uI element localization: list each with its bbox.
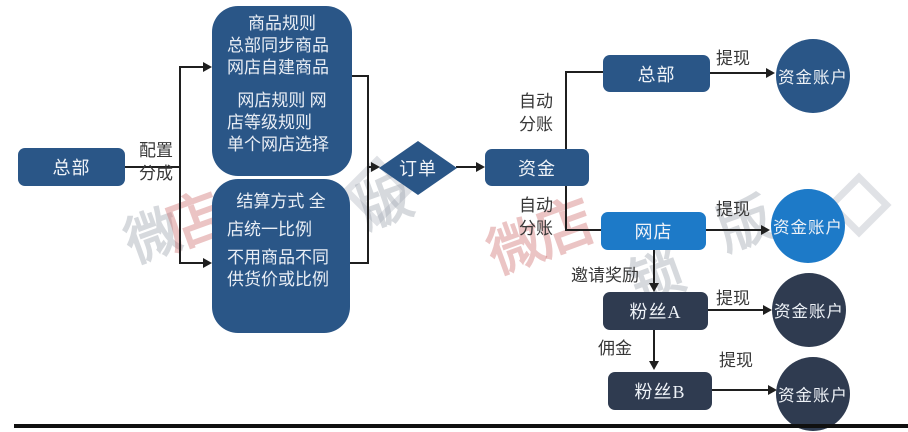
circle-fund-account-3-label: 资金账户 bbox=[774, 302, 844, 321]
edge-hq-withdraw bbox=[710, 72, 768, 74]
edge-settlement-rules-out bbox=[350, 262, 369, 264]
edge-to-shop bbox=[565, 229, 601, 231]
arrowhead-fan-b bbox=[649, 361, 659, 370]
label-withdraw-2: 提现 bbox=[716, 200, 750, 219]
node-fan-a-label: 粉丝A bbox=[629, 302, 682, 322]
edge-branch-vertical bbox=[179, 66, 181, 264]
label-commission: 佣金 bbox=[598, 339, 632, 358]
label-config-split: 配置 分成 bbox=[131, 139, 181, 185]
rule-line: 商品规则 bbox=[248, 14, 316, 33]
rule-line: 不用商品不同 bbox=[227, 248, 329, 267]
edge-shop-to-fan-a bbox=[653, 250, 655, 285]
edge-order-to-funds bbox=[456, 166, 478, 168]
node-hq-right: 总部 bbox=[603, 55, 710, 92]
label-auto-line1: 自动 bbox=[519, 92, 553, 111]
settlement-rules-box: 结算方式 全 店统一比例 不用商品不同 供货价或比例 bbox=[212, 179, 350, 333]
node-shop: 网店 bbox=[601, 212, 706, 250]
node-fan-b-label: 粉丝B bbox=[634, 382, 686, 402]
rule-line: 网店规则 网 bbox=[237, 91, 327, 110]
edge-funds-up bbox=[565, 71, 567, 149]
arrowhead-fan-a bbox=[649, 283, 659, 292]
rule-line: 店等级规则 bbox=[227, 113, 312, 132]
circle-fund-account-1-label: 资金账户 bbox=[778, 68, 848, 87]
arrowhead-account-3 bbox=[763, 305, 772, 315]
edge-branch-to-product-rules bbox=[180, 66, 205, 68]
node-hq-right-label: 总部 bbox=[637, 64, 676, 85]
edge-merge-vertical bbox=[367, 75, 369, 264]
rule-line: 网店自建商品 bbox=[227, 58, 329, 77]
product-rules-box: 商品规则 总部同步商品 网店自建商品 网店规则 网 店等级规则 单个网店选择 bbox=[212, 6, 352, 176]
decision-order-label: 订单 bbox=[399, 159, 437, 179]
arrowhead-order bbox=[371, 162, 380, 172]
edge-merge-to-order bbox=[367, 166, 373, 168]
edge-fan-b-withdraw bbox=[712, 389, 770, 391]
arrowhead-account-1 bbox=[766, 68, 775, 78]
node-shop-label: 网店 bbox=[634, 222, 673, 242]
edge-fan-a-to-fan-b bbox=[653, 330, 655, 363]
decision-order: 订单 bbox=[379, 141, 457, 195]
label-auto-split-bottom: 自动 分账 bbox=[513, 194, 559, 240]
label-invite-reward: 邀请奖励 bbox=[571, 266, 639, 285]
label-auto-split-top: 自动 分账 bbox=[513, 90, 559, 136]
node-fan-a: 粉丝A bbox=[603, 292, 708, 330]
rule-line: 总部同步商品 bbox=[227, 36, 329, 55]
node-funds: 资金 bbox=[485, 149, 589, 186]
label-config-line2: 分成 bbox=[139, 164, 173, 183]
edge-to-hq-right bbox=[565, 71, 603, 73]
edge-product-rules-out bbox=[352, 75, 369, 77]
node-hq-left-label: 总部 bbox=[52, 158, 91, 178]
label-withdraw-4: 提现 bbox=[719, 351, 753, 370]
node-hq-left: 总部 bbox=[18, 148, 125, 186]
arrowhead-product-rules bbox=[203, 62, 212, 72]
circle-fund-account-2: 资金账户 bbox=[771, 189, 845, 263]
edge-hq-to-branch bbox=[125, 166, 180, 168]
rule-line: 供货价或比例 bbox=[227, 270, 329, 289]
label-auto-line2: 分账 bbox=[519, 219, 553, 238]
circle-fund-account-1: 资金账户 bbox=[776, 39, 850, 113]
arrowhead-settlement-rules bbox=[203, 258, 212, 268]
rule-line: 结算方式 全 bbox=[236, 192, 326, 211]
node-funds-label: 资金 bbox=[518, 158, 556, 179]
circle-fund-account-4-label: 资金账户 bbox=[778, 386, 848, 405]
label-auto-line2: 分账 bbox=[519, 115, 553, 134]
arrowhead-account-4 bbox=[768, 385, 777, 395]
circle-fund-account-2-label: 资金账户 bbox=[773, 218, 843, 237]
edge-shop-withdraw bbox=[706, 229, 763, 231]
label-config-line1: 配置 bbox=[139, 141, 173, 160]
rule-line: 店统一比例 bbox=[227, 220, 312, 239]
label-auto-line1: 自动 bbox=[519, 196, 553, 215]
edge-funds-down bbox=[565, 186, 567, 231]
label-withdraw-3: 提现 bbox=[716, 289, 750, 308]
node-fan-b: 粉丝B bbox=[608, 372, 712, 410]
edge-branch-to-settlement-rules bbox=[180, 262, 205, 264]
label-withdraw-1: 提现 bbox=[716, 49, 750, 68]
circle-fund-account-3: 资金账户 bbox=[772, 273, 846, 347]
edge-fan-a-withdraw bbox=[708, 309, 765, 311]
arrowhead-account-2 bbox=[761, 225, 770, 235]
arrowhead-funds bbox=[476, 162, 485, 172]
bottom-rule bbox=[14, 424, 908, 428]
circle-fund-account-4: 资金账户 bbox=[776, 357, 850, 431]
rule-line: 单个网店选择 bbox=[227, 135, 329, 154]
